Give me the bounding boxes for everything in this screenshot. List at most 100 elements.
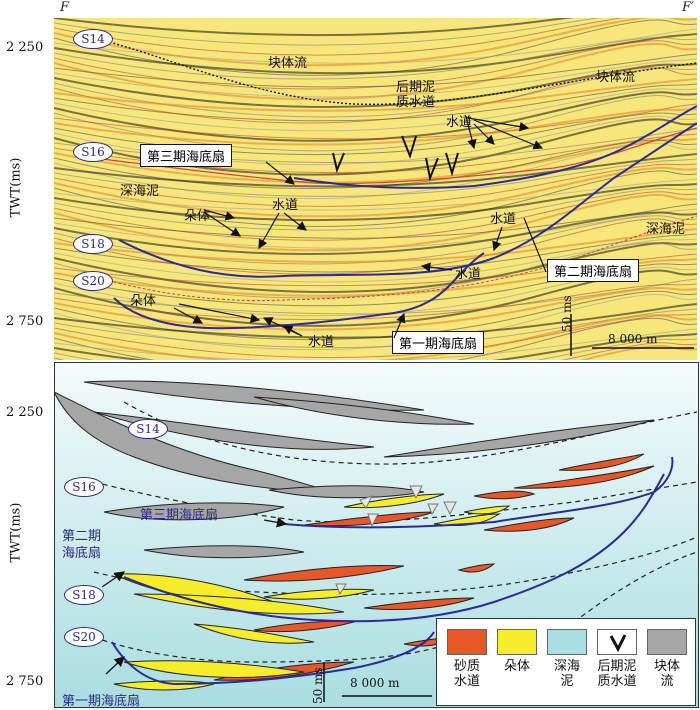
sand-channel-body <box>473 490 536 500</box>
sand-channel-body <box>253 620 355 633</box>
legend: 砂质 水道 朵体 深海 泥 后期泥 质水道 块体 流 <box>436 618 696 706</box>
sand-channel-body <box>363 597 475 611</box>
lobe-body <box>263 588 375 600</box>
mass-flow-body <box>103 502 285 521</box>
fan1-boundary-line <box>111 631 435 686</box>
fan2-boundary-line <box>123 473 665 623</box>
corner-label-right: F′ <box>682 0 694 15</box>
seismic-reflector <box>54 78 697 112</box>
legend-swatch-sand-channel <box>447 629 487 655</box>
top-annotation-arrows <box>173 115 547 339</box>
fan1-base-line <box>113 252 485 330</box>
legend-swatch-late-mud-channel <box>597 629 637 655</box>
sand-channel-body <box>303 511 435 527</box>
bottom-y-tick-2750: 2 750 <box>6 674 44 689</box>
seismic-reflector <box>54 158 697 197</box>
legend-label-lobe: 朵体 <box>503 659 530 674</box>
seismic-reflector <box>54 153 697 188</box>
label-lobe-lower: 朵体 <box>130 294 157 309</box>
label-deep-mud-right: 深海泥 <box>646 222 686 237</box>
seismic-reflector <box>54 303 697 339</box>
seismic-reflector <box>54 228 697 263</box>
seismic-reflector <box>54 263 697 307</box>
top-horizon-label-s20: S20 <box>73 271 113 291</box>
bottom-horizon-right-line <box>573 551 697 623</box>
late-mud-channel-shape <box>335 583 347 596</box>
legend-item-deep-mud: 深海 泥 <box>539 629 595 689</box>
bottom-label-fan-1: 第一期海底扇 <box>62 694 141 709</box>
seismic-reflector <box>54 253 697 287</box>
seismic-reflector <box>54 342 697 360</box>
label-late-mud-channel: 后期泥 质水道 <box>396 80 436 110</box>
bottom-label-fan-2: 第二期 海底扇 <box>62 529 102 561</box>
top-horizon-label-s18: S18 <box>73 234 113 254</box>
sand-channel-body <box>457 563 496 573</box>
sand-channel-body <box>558 453 645 471</box>
late-mud-channel-shape <box>409 485 423 500</box>
seismic-reflector <box>54 278 697 315</box>
late-mud-channel-shape <box>359 495 373 509</box>
mass-flow-body <box>253 396 475 425</box>
label-mass-flow-right: 块体流 <box>596 70 636 85</box>
lobe-body <box>463 505 511 515</box>
seismic-reflector <box>54 283 697 321</box>
lobe-body <box>123 660 305 678</box>
bottom-horizon-label-s16: S16 <box>64 477 104 497</box>
seismic-reflector <box>54 287 697 331</box>
seismic-reflector <box>54 18 575 37</box>
bottom-y-tick-2250: 2 250 <box>6 405 44 420</box>
label-channel-mid: 水道 <box>272 198 299 213</box>
box-fan-2: 第二期海底扇 <box>547 259 640 282</box>
seismic-reflector <box>54 28 697 64</box>
legend-swatch-deep-mud <box>547 629 587 655</box>
mass-flow-body <box>83 380 425 411</box>
seismic-reflector <box>54 187 697 231</box>
bottom-horizon-label-s20: S20 <box>64 627 104 647</box>
seismic-reflector <box>54 258 697 297</box>
seismic-reflector <box>54 333 697 360</box>
horizon-s16-line <box>93 127 697 185</box>
bottom-horizon-s20-line <box>93 636 455 663</box>
top-horizon-label-s16: S16 <box>73 142 113 162</box>
legend-item-lobe: 朵体 <box>489 629 545 674</box>
seismic-reflector <box>54 178 697 211</box>
legend-item-mass-flow: 块体 流 <box>639 629 695 689</box>
seismic-reflector <box>54 88 697 132</box>
legend-label-mass-flow: 块体 流 <box>653 659 680 689</box>
top-y-tick-2750: 2 750 <box>6 314 44 329</box>
seismic-reflector <box>54 58 697 98</box>
late-mud-channel-shape <box>367 513 379 528</box>
late-mud-channel-shape <box>332 135 459 182</box>
mass-flow-body <box>268 485 425 499</box>
seismic-reflector <box>54 211 697 256</box>
label-deep-mud-left: 深海泥 <box>120 184 160 199</box>
lobe-body <box>193 623 315 644</box>
top-y-axis-title: TWT(ms) <box>8 157 24 218</box>
seismic-reflector <box>54 83 697 122</box>
label-channel-bottom: 水道 <box>308 335 335 350</box>
sand-channel-body <box>483 517 575 532</box>
horizon-s20-line <box>98 215 697 302</box>
mass-flow-body <box>143 545 305 559</box>
bottom-horizon-s16-line <box>93 481 697 523</box>
interpretation-diagram <box>54 380 697 702</box>
top-scale-horizontal-label: 8 000 m <box>608 332 658 346</box>
seismic-reflector <box>54 18 624 56</box>
seismic-reflector <box>54 328 697 360</box>
legend-item-late-mud-channel: 后期泥 质水道 <box>589 629 645 689</box>
seismic-reflector <box>54 163 697 207</box>
legend-swatch-lobe <box>497 629 537 655</box>
seismic-reflector <box>54 138 697 184</box>
top-horizon-label-s14: S14 <box>73 29 113 49</box>
bottom-label-fan-3: 第三期海底扇 <box>140 508 219 523</box>
bottom-scale-vertical-label: 50 ms <box>311 667 325 704</box>
legend-label-sand-channel: 砂质 水道 <box>453 659 480 689</box>
seismic-reflector <box>54 203 697 239</box>
mass-flow-body <box>93 411 375 450</box>
label-lobe-upper: 朵体 <box>184 209 211 224</box>
horizon-s14-line <box>93 37 697 106</box>
label-channel-lower: 水道 <box>455 267 482 282</box>
sand-channel-body <box>513 465 655 489</box>
seismic-reflector <box>54 18 602 46</box>
box-fan-3: 第三期海底扇 <box>140 144 233 167</box>
